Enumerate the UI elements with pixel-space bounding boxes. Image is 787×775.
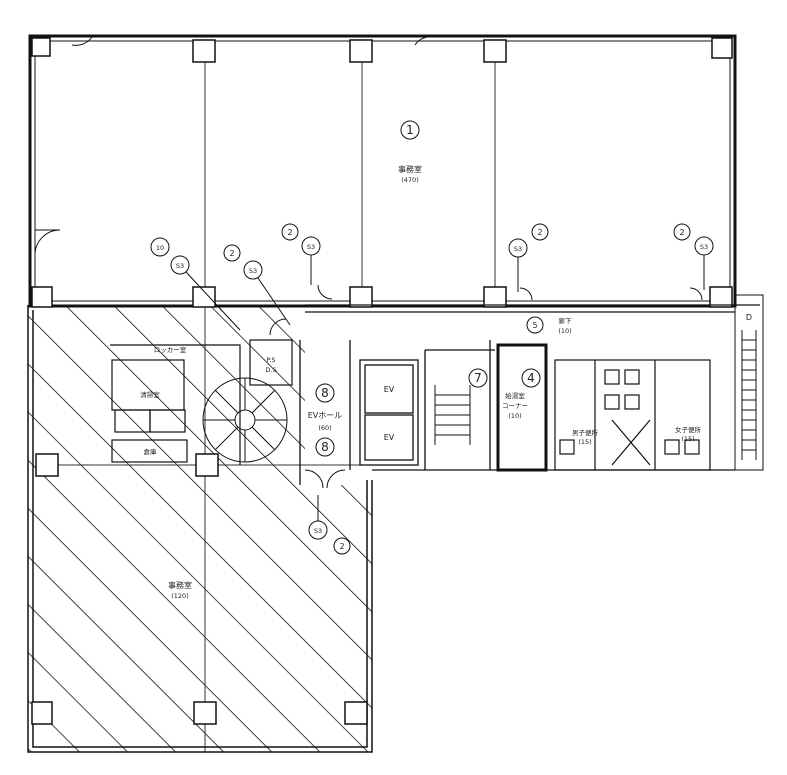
room-ev-hall-marker-top: 8 bbox=[321, 386, 329, 400]
callout-3: 2 S3 bbox=[508, 223, 549, 292]
callout-6-tag: S3 bbox=[176, 262, 184, 270]
lower-office-walls bbox=[27, 305, 373, 753]
ps-label: P.S bbox=[266, 356, 275, 364]
dumbwaiter-label: D bbox=[746, 313, 752, 322]
callout-5: 2 S3 bbox=[308, 495, 351, 555]
columns-upper bbox=[31, 37, 733, 308]
room-upper-office-marker: 1 bbox=[406, 123, 414, 137]
room-ev-hall-area: (60) bbox=[318, 424, 331, 432]
room-toilets: 男子便所 (15) 女子便所 (15) bbox=[572, 425, 702, 446]
callout-4: 2 S3 bbox=[673, 223, 714, 290]
callout-5-tag: S3 bbox=[314, 527, 322, 535]
room-kitchen-marker: 4 bbox=[527, 371, 535, 385]
storage-label: 倉庫 bbox=[144, 447, 158, 456]
door-swings bbox=[34, 36, 703, 489]
hatched-zone bbox=[28, 305, 372, 752]
callout-3-tag: S3 bbox=[514, 245, 522, 253]
misc-labels: ロッカー室 P.S D.S 清掃室 倉庫 D bbox=[140, 313, 752, 456]
columns-lower bbox=[31, 453, 368, 725]
upper-office-walls bbox=[28, 34, 737, 308]
callout-2: 2 S3 bbox=[223, 244, 291, 326]
elevators: EV EV bbox=[384, 385, 395, 442]
cleaning-room-label: 清掃室 bbox=[140, 390, 160, 399]
room-kitchen-sub: コーナー bbox=[502, 402, 528, 410]
room-corridor-area: (10) bbox=[558, 327, 571, 335]
locker-room-label: ロッカー室 bbox=[154, 345, 187, 354]
callout-3-num: 2 bbox=[537, 228, 542, 237]
room-kitchen-area: (10) bbox=[508, 412, 521, 420]
callout-5-num: 2 bbox=[339, 542, 344, 551]
room-corridor-marker: 5 bbox=[532, 321, 537, 330]
room-kitchen-name: 給湯室 bbox=[505, 391, 525, 400]
kitchen-box bbox=[496, 343, 548, 472]
toilet-female-name: 女子便所 bbox=[675, 425, 702, 434]
callout-6-num: 10 bbox=[156, 244, 164, 252]
callout-6: 10 S3 bbox=[150, 237, 241, 331]
callouts: 2 S3 2 S3 2 S3 2 S3 2 bbox=[150, 223, 714, 555]
room-kitchen: 4 給湯室 コーナー (10) bbox=[502, 368, 541, 420]
toilet-block bbox=[554, 359, 711, 471]
room-lower-office-area: (120) bbox=[171, 592, 188, 600]
callout-1: 2 S3 bbox=[281, 223, 321, 285]
ds-label: D.S bbox=[265, 366, 276, 374]
spiral-stair bbox=[202, 377, 288, 463]
room-upper-office-area: (470) bbox=[401, 176, 418, 184]
callout-1-tag: S3 bbox=[307, 243, 315, 251]
service-rooms bbox=[110, 339, 293, 465]
toilet-male-name: 男子便所 bbox=[572, 428, 599, 437]
right-stair bbox=[734, 294, 764, 471]
callout-2-tag: S3 bbox=[249, 267, 257, 275]
stair-marker: 7 bbox=[468, 368, 488, 388]
room-corridor-name: 廊下 bbox=[559, 316, 573, 325]
callout-2-num: 2 bbox=[229, 249, 234, 258]
room-ev-hall: 8 EVホール (60) 8 bbox=[308, 383, 343, 457]
callout-4-num: 2 bbox=[679, 228, 684, 237]
room-lower-office-name: 事務室 bbox=[168, 580, 192, 590]
core-walls bbox=[299, 304, 760, 485]
toilet-female-area: (15) bbox=[681, 435, 694, 443]
callout-1-num: 2 bbox=[287, 228, 292, 237]
room-ev-hall-marker-bottom: 8 bbox=[321, 440, 329, 454]
elevator-2: EV bbox=[384, 433, 395, 442]
elevator-1: EV bbox=[384, 385, 395, 394]
toilet-male-area: (15) bbox=[578, 438, 591, 446]
room-corridor: 5 廊下 (10) bbox=[526, 316, 573, 335]
stair-marker-num: 7 bbox=[474, 371, 482, 385]
callout-4-tag: S3 bbox=[700, 243, 708, 251]
room-lower-office: 事務室 (120) bbox=[168, 580, 192, 600]
main-stair bbox=[434, 385, 471, 445]
room-ev-hall-name: EVホール bbox=[308, 411, 343, 420]
room-upper-office-name: 事務室 bbox=[398, 164, 422, 174]
room-upper-office: 1 事務室 (470) bbox=[398, 120, 422, 184]
